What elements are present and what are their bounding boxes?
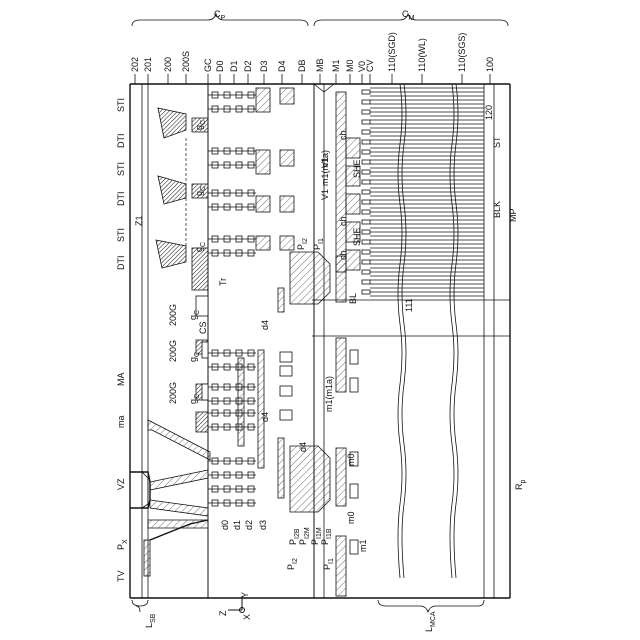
mp-label: MP <box>508 209 518 223</box>
ch-label-3: ch <box>338 250 348 260</box>
ma-lower-label: ma <box>116 415 126 428</box>
m1-label: m1 <box>358 539 368 552</box>
top-label-18: 110(SGS) <box>457 33 467 72</box>
n111-label: 111 <box>404 298 414 312</box>
gc-label-5: gC <box>188 352 201 362</box>
ch-label-2: ch <box>338 216 348 226</box>
channel-contact <box>362 100 370 104</box>
channel-contact <box>362 90 370 94</box>
pi2-label: PI2 <box>296 238 309 250</box>
tr-label: Tr <box>218 278 228 286</box>
top-label-4: GC <box>203 58 213 72</box>
top-label-13: M0 <box>345 59 355 72</box>
top-label-6: D1 <box>229 60 239 72</box>
m0-label-2: m0 <box>346 511 356 524</box>
top-label-3: 200S <box>181 51 191 72</box>
top-label-16: 110(SGD) <box>387 32 397 72</box>
blk-label: BLK <box>492 201 502 218</box>
top-label-11: MB <box>315 59 325 73</box>
she-label-2: SHE <box>352 227 362 246</box>
z1-label: Z1 <box>134 215 144 226</box>
channel-contact <box>362 150 370 154</box>
gc-label-6: gC <box>188 394 201 404</box>
lsb-label: LSB <box>144 613 157 628</box>
channel-contact <box>362 270 370 274</box>
v1-via-4 <box>346 250 360 270</box>
n120-label: 120 <box>484 105 494 120</box>
channel-contact <box>362 230 370 234</box>
channel-contact <box>362 200 370 204</box>
g200-label-3: 200G <box>168 382 178 404</box>
m0-label-1: m0 <box>346 453 356 466</box>
cs-label: CS <box>198 321 208 334</box>
dti-label-3: DTI <box>116 256 126 271</box>
sti-label-2: STI <box>116 162 126 176</box>
st-label: ST <box>492 136 502 148</box>
ch-label-1: ch <box>338 130 348 140</box>
g200-label-1: 200G <box>168 304 178 326</box>
channel-contact <box>362 240 370 244</box>
contact-columns <box>208 88 294 506</box>
top-label-10: DB <box>297 59 307 72</box>
bl-label: BL <box>348 293 358 304</box>
d4-label-1: d4 <box>260 320 270 330</box>
channel-contact <box>362 130 370 134</box>
axis-y-label: Y <box>240 592 250 598</box>
axis-indicator: Z X Y <box>218 592 252 620</box>
channel-contact <box>362 140 370 144</box>
channel-contact <box>362 160 370 164</box>
channel-contact <box>362 170 370 174</box>
pi2-bottom-label: PI2 <box>286 558 299 570</box>
dti-label-2: DTI <box>116 192 126 207</box>
axis-x-label: X <box>242 614 252 620</box>
gc-label-4: gC <box>188 310 201 320</box>
channel-contact <box>362 250 370 254</box>
channel-contact <box>362 180 370 184</box>
axis-z-label: Z <box>218 610 228 616</box>
g200-label-2: 200G <box>168 340 178 362</box>
top-label-19: 100 <box>485 57 495 72</box>
channel-contact <box>362 120 370 124</box>
v1-label-1: V1 <box>320 157 330 168</box>
rp-label: Rp <box>514 480 527 491</box>
channel-contact <box>362 290 370 294</box>
v1-via-0 <box>346 138 360 158</box>
channel-contact <box>362 260 370 264</box>
lmca-label: LMCA <box>424 611 437 632</box>
d1-label: d1 <box>232 520 242 530</box>
tv-label: TV <box>116 570 126 582</box>
ma-label: MA <box>116 373 126 387</box>
px-label: PX <box>116 539 129 550</box>
channel-contact <box>362 110 370 114</box>
v1-via-2 <box>346 194 360 214</box>
she-label-1: SHE <box>352 159 362 178</box>
d0-label: d0 <box>220 520 230 530</box>
top-label-12: M1 <box>331 59 341 72</box>
d2-label: d2 <box>244 520 254 530</box>
top-label-5: D0 <box>215 60 225 72</box>
channel-contact <box>362 280 370 284</box>
sti-label-3: STI <box>116 228 126 242</box>
top-label-2: 200 <box>163 57 173 72</box>
top-label-8: D3 <box>259 60 269 72</box>
channel-contact <box>362 220 370 224</box>
d3-label: d3 <box>258 520 268 530</box>
top-label-7: D2 <box>243 60 253 72</box>
top-label-17: 110(WL) <box>417 38 427 72</box>
labels: 202201200200SGCD0D1D2D3D4DBMBM1M0V0CV110… <box>116 9 527 632</box>
channel-contact <box>362 210 370 214</box>
top-label-15: CV <box>365 59 375 72</box>
vz-label: VZ <box>116 478 126 490</box>
top-label-9: D4 <box>277 60 287 72</box>
d4-label-2: d4 <box>260 412 270 422</box>
v1-label-2: V1 <box>320 189 330 200</box>
dti-label-1: DTI <box>116 134 126 149</box>
top-label-0: 202 <box>130 57 140 72</box>
top-label-1: 201 <box>143 57 153 72</box>
channel-contact <box>362 190 370 194</box>
m1m1a-label-2: m1(m1a) <box>324 376 334 412</box>
d4-label-3: d4 <box>298 442 308 452</box>
sti-label-1: STI <box>116 98 126 112</box>
